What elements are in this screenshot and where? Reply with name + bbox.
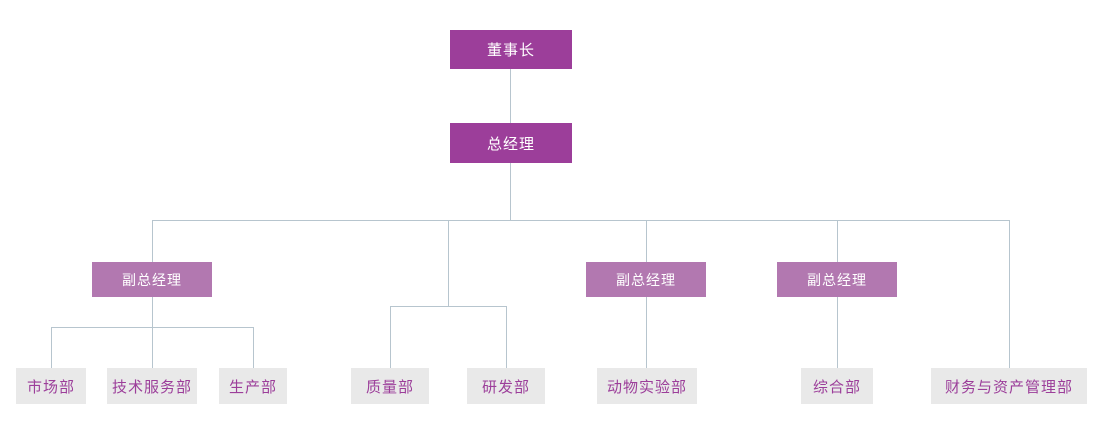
connector-drop-deputy-3 xyxy=(837,220,838,262)
connector-deputy-2-down xyxy=(646,297,647,368)
org-node-deputy-gm-2: 副总经理 xyxy=(586,262,706,297)
connector-drop-mid-branch xyxy=(448,220,449,306)
org-node-dept-research-development: 研发部 xyxy=(467,368,545,404)
connector-main-horizontal xyxy=(152,220,1009,221)
org-node-dept-technical-service: 技术服务部 xyxy=(107,368,197,404)
org-node-dept-quality: 质量部 xyxy=(351,368,429,404)
connector-drop-production xyxy=(253,327,254,368)
connector-deputy-1-down xyxy=(152,297,153,327)
org-node-chairman: 董事长 xyxy=(450,30,572,69)
org-node-dept-animal-testing: 动物实验部 xyxy=(597,368,697,404)
connector-gm-trunk xyxy=(510,163,511,220)
connector-drop-deputy-1 xyxy=(152,220,153,262)
connector-drop-quality xyxy=(390,306,391,368)
org-node-deputy-gm-1: 副总经理 xyxy=(92,262,212,297)
connector-chairman-gm xyxy=(510,69,511,123)
org-node-deputy-gm-3: 副总经理 xyxy=(777,262,897,297)
connector-drop-marketing xyxy=(51,327,52,368)
org-node-dept-production: 生产部 xyxy=(219,368,287,404)
org-node-dept-finance-asset-management: 财务与资产管理部 xyxy=(931,368,1087,404)
org-node-dept-general-affairs: 综合部 xyxy=(801,368,873,404)
org-node-dept-marketing: 市场部 xyxy=(16,368,86,404)
connector-drop-finance xyxy=(1009,220,1010,368)
connector-drop-technical-service xyxy=(152,327,153,368)
connector-drop-rnd xyxy=(506,306,507,368)
connector-mid-branch-horizontal xyxy=(390,306,506,307)
connector-drop-deputy-2 xyxy=(646,220,647,262)
org-node-general-manager: 总经理 xyxy=(450,123,572,163)
connector-deputy-3-down xyxy=(837,297,838,368)
